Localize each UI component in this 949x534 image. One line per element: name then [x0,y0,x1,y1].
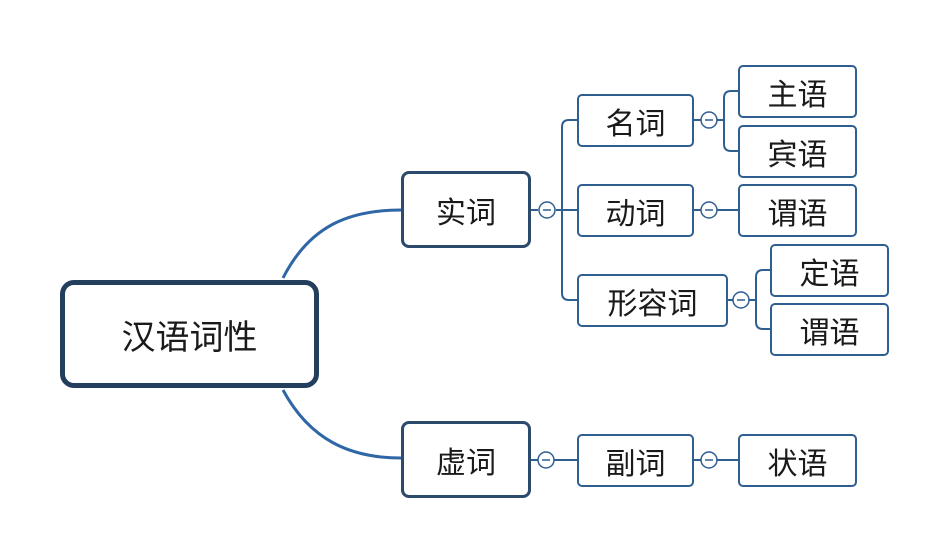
collapse-toggle-xuci[interactable] [537,451,555,469]
node-dingyu[interactable]: 定语 [770,244,889,297]
node-zhuyu[interactable]: 主语 [738,65,857,118]
collapse-toggle-dongci[interactable] [700,201,718,219]
connector-xingrong-trunk [755,269,770,330]
node-dongci[interactable]: 动词 [577,184,694,237]
node-binyu[interactable]: 宾语 [738,125,857,178]
node-weiyu-xingrongci[interactable]: 谓语 [770,303,889,356]
node-fuci[interactable]: 副词 [577,434,694,487]
node-zhuangyu[interactable]: 状语 [738,434,857,487]
collapse-toggle-fuci[interactable] [700,451,718,469]
collapse-toggle-shici[interactable] [538,201,556,219]
node-weiyu-dongci[interactable]: 谓语 [738,184,857,237]
connector-root-shici [281,208,402,279]
connector-root-xuci [281,389,402,460]
node-xingrongci[interactable]: 形容词 [577,274,728,327]
connector-mingci-trunk [723,90,738,152]
node-xuci[interactable]: 虚词 [401,421,531,498]
root-node[interactable]: 汉语词性 [60,280,319,388]
collapse-toggle-xingrong[interactable] [732,291,750,309]
node-mingci[interactable]: 名词 [577,94,694,147]
node-shici[interactable]: 实词 [401,171,531,248]
collapse-toggle-mingci[interactable] [700,111,718,129]
